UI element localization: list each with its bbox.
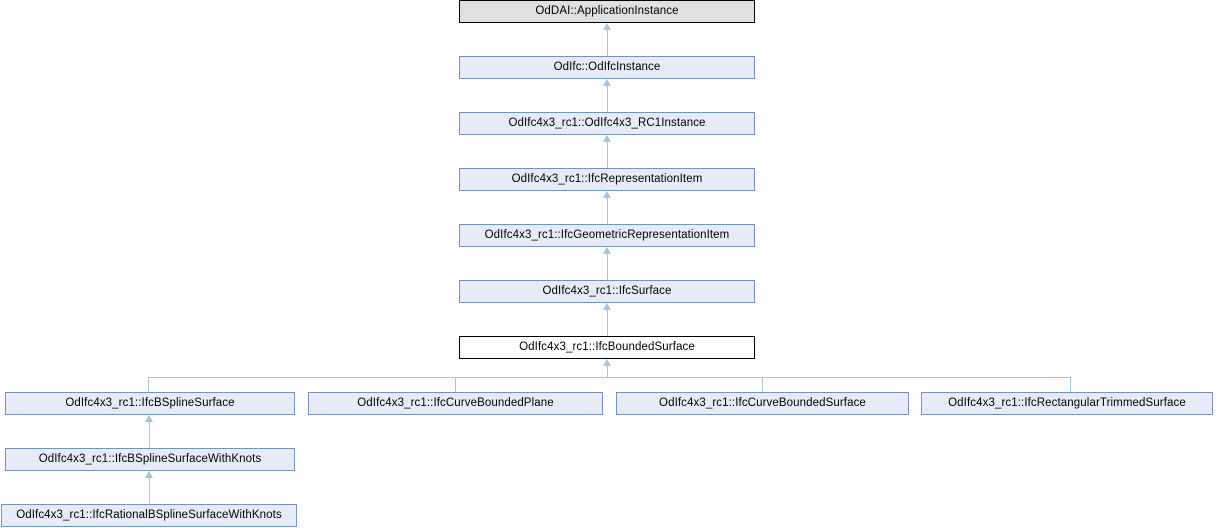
- class-node-label: OdIfc4x3_rc1::IfcRepresentationItem: [511, 172, 703, 185]
- edge-arrow-n11-n7: [145, 415, 153, 422]
- class-node-ifc-rational-bspline-surface-with-knots[interactable]: OdIfc4x3_rc1::IfcRationalBSplineSurfaceW…: [1, 504, 297, 527]
- class-node-label: OdIfc4x3_rc1::IfcSurface: [542, 284, 672, 297]
- edge-arrow-n12-n11: [145, 471, 153, 478]
- class-node-label: OdIfc4x3_rc1::OdIfc4x3_RC1Instance: [508, 116, 706, 129]
- edge-arrow-bus-n6: [603, 359, 611, 366]
- edge-arrow-n3-n2: [603, 135, 611, 142]
- edge-line-n6-n5: [607, 310, 608, 336]
- class-node-application-instance[interactable]: OdDAI::ApplicationInstance: [459, 0, 755, 23]
- edge-line-n12-n11: [149, 478, 150, 504]
- edge-arrow-n4-n3: [603, 191, 611, 198]
- edge-arrow-n6-n5: [603, 303, 611, 310]
- class-node-odifc-instance[interactable]: OdIfc::OdIfcInstance: [459, 56, 755, 79]
- edge-line-n4-n3: [607, 198, 608, 224]
- class-node-label: OdIfc4x3_rc1::IfcBSplineSurface: [65, 396, 235, 409]
- class-node-ifc-surface[interactable]: OdIfc4x3_rc1::IfcSurface: [459, 280, 755, 303]
- edge-arrow-n5-n4: [603, 247, 611, 254]
- class-node-label: OdIfc4x3_rc1::IfcCurveBoundedPlane: [357, 396, 554, 409]
- class-node-ifc-bspline-surface[interactable]: OdIfc4x3_rc1::IfcBSplineSurface: [5, 392, 295, 415]
- edge-line-n3-n2: [607, 142, 608, 168]
- class-node-label: OdIfc4x3_rc1::IfcCurveBoundedSurface: [659, 396, 866, 409]
- class-node-ifc-curve-bounded-plane[interactable]: OdIfc4x3_rc1::IfcCurveBoundedPlane: [308, 392, 603, 415]
- class-node-label: OdIfc4x3_rc1::IfcRectangularTrimmedSurfa…: [948, 396, 1186, 409]
- class-node-ifc-geometric-representation-item[interactable]: OdIfc4x3_rc1::IfcGeometricRepresentation…: [459, 224, 755, 247]
- edge-line-n1-n0: [607, 30, 608, 56]
- edge-line-n10-bus: [1070, 377, 1071, 392]
- edge-arrow-n1-n0: [603, 23, 611, 30]
- class-node-label: OdIfc4x3_rc1::IfcRationalBSplineSurfaceW…: [16, 508, 282, 521]
- edge-line-n8-bus: [455, 377, 456, 392]
- class-node-label: OdIfc4x3_rc1::IfcGeometricRepresentation…: [484, 228, 730, 241]
- class-node-ifc-bspline-surface-with-knots[interactable]: OdIfc4x3_rc1::IfcBSplineSurfaceWithKnots: [5, 448, 295, 471]
- class-node-ifc-rectangular-trimmed-surface[interactable]: OdIfc4x3_rc1::IfcRectangularTrimmedSurfa…: [921, 392, 1213, 415]
- edge-line-bus-stem: [607, 366, 608, 378]
- class-node-ifc-representation-item[interactable]: OdIfc4x3_rc1::IfcRepresentationItem: [459, 168, 755, 191]
- edge-line-n7-bus: [148, 377, 149, 392]
- class-node-ifc-bounded-surface[interactable]: OdIfc4x3_rc1::IfcBoundedSurface: [459, 336, 755, 359]
- edge-line-n5-n4: [607, 254, 608, 280]
- class-node-label: OdIfc::OdIfcInstance: [553, 60, 661, 73]
- edge-arrow-n2-n1: [603, 79, 611, 86]
- edge-line-n2-n1: [607, 86, 608, 112]
- edge-line-n11-n7: [149, 422, 150, 448]
- class-node-odifc4x3-rc1-instance[interactable]: OdIfc4x3_rc1::OdIfc4x3_RC1Instance: [459, 112, 755, 135]
- class-node-label: OdIfc4x3_rc1::IfcBoundedSurface: [519, 340, 695, 353]
- edge-line-n9-bus: [762, 377, 763, 392]
- edge-line-bus-rail: [148, 377, 1071, 378]
- class-node-ifc-curve-bounded-surface[interactable]: OdIfc4x3_rc1::IfcCurveBoundedSurface: [616, 392, 909, 415]
- class-node-label: OdIfc4x3_rc1::IfcBSplineSurfaceWithKnots: [38, 452, 262, 465]
- class-node-label: OdDAI::ApplicationInstance: [535, 4, 679, 17]
